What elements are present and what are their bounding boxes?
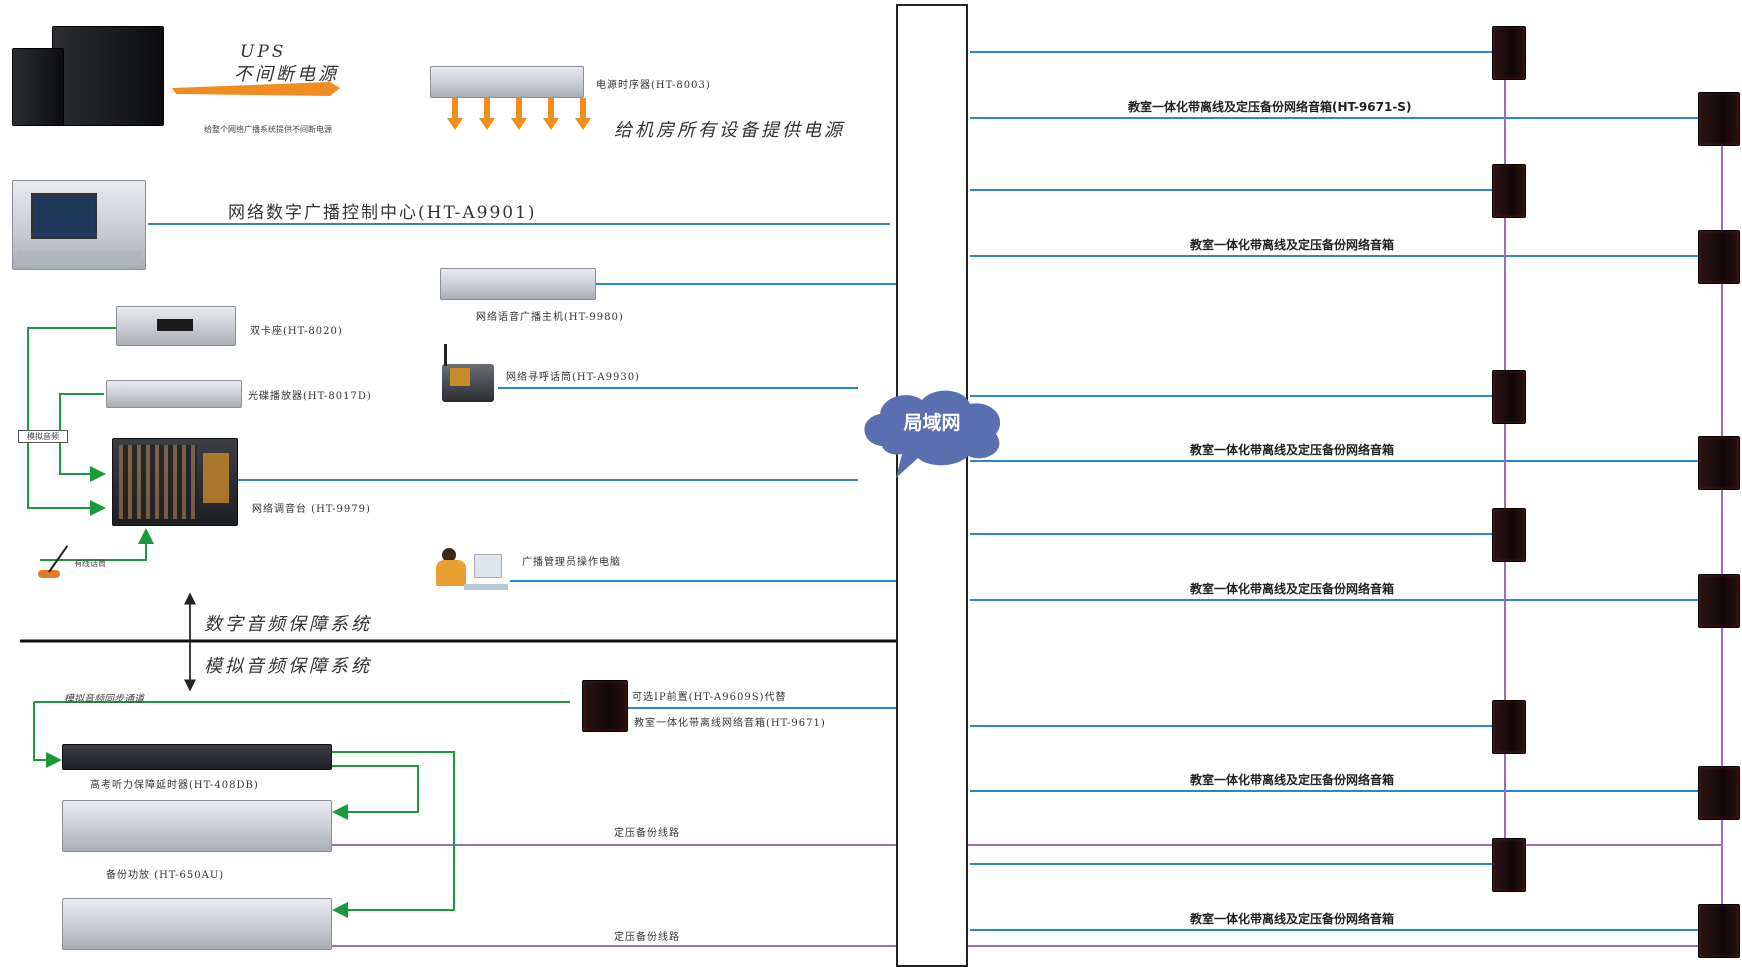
backup-amp-2-device	[62, 898, 332, 950]
sequencer-label: 电源时序器(HT-8003)	[596, 80, 711, 91]
speaker-inner-5	[1492, 700, 1526, 754]
speaker-inner-3	[1492, 370, 1526, 424]
analog-sync-label: 模拟音频同步通道	[64, 694, 144, 705]
speaker-outer-3	[1698, 436, 1740, 490]
classroom-speaker-label: 教室一体化带离线及定压备份网络音箱	[1190, 238, 1395, 252]
analog-audio-tag: 模拟音频	[18, 430, 68, 443]
wired-mic-label: 有线话筒	[74, 559, 106, 568]
admin-pc-device	[436, 544, 508, 594]
mixer-device	[112, 438, 238, 526]
speaker-outer-5	[1698, 766, 1740, 820]
digital-system-label: 数字音频保障系统	[204, 614, 372, 635]
speaker-inner-6	[1492, 838, 1526, 892]
admin-pc-label: 广播管理员操作电脑	[522, 557, 621, 568]
ups-subtitle: 不间断电源	[234, 64, 339, 85]
control-center-device	[12, 180, 146, 270]
cd-player-label: 光碟播放器(HT-8017D)	[248, 391, 372, 402]
mixer-label: 网络调音台 (HT-9979)	[252, 504, 371, 515]
cd-player-device	[106, 380, 242, 408]
speaker-inner-2	[1492, 164, 1526, 218]
ups-arrow	[172, 82, 340, 96]
speaker-outer-6	[1698, 904, 1740, 958]
control-center-screen	[31, 193, 97, 239]
analog-system-label: 模拟音频保障系统	[204, 656, 372, 677]
speaker-outer-4	[1698, 574, 1740, 628]
classroom-speaker-label: 教室一体化带离线及定压备份网络音箱(HT-9671-S)	[1128, 100, 1412, 114]
lan-label: 局域网	[903, 412, 961, 434]
dual-deck-device	[116, 306, 236, 346]
voice-host-label: 网络语音广播主机(HT-9980)	[476, 312, 624, 323]
ups-title: UPS	[240, 42, 287, 62]
backup-line-label-2: 定压备份线路	[614, 932, 680, 943]
wired-mic-device	[28, 536, 72, 582]
optional-speaker-line1: 可选IP前置(HT-A9609S)代替	[632, 692, 787, 703]
paging-mic-device	[440, 340, 498, 404]
backup-amp-label: 备份功放 (HT-650AU)	[106, 870, 225, 881]
control-center-label: 网络数字广播控制中心(HT-A9901)	[228, 203, 537, 223]
cloud-icon	[864, 390, 1001, 478]
right-network-lines	[970, 51, 1700, 931]
classroom-speaker-label: 教室一体化带离线及定压备份网络音箱	[1190, 912, 1395, 926]
ups-note: 给整个网络广播系统提供不间断电源	[204, 125, 332, 134]
voice-host-device	[440, 268, 596, 300]
speaker-outer-2	[1698, 230, 1740, 284]
speaker-outer-1	[1698, 92, 1740, 146]
ups-large-unit	[52, 26, 164, 126]
speaker-inner-4	[1492, 508, 1526, 562]
speaker-inner-1	[1492, 26, 1526, 80]
delay-unit-device	[62, 744, 332, 770]
backup-line-label-1: 定压备份线路	[614, 828, 680, 839]
sequencer-power-arrows	[447, 98, 591, 130]
classroom-speaker-label: 教室一体化带离线及定压备份网络音箱	[1190, 582, 1395, 596]
classroom-speaker-label: 教室一体化带离线及定压备份网络音箱	[1190, 443, 1395, 457]
power-sequencer-device	[430, 66, 584, 98]
paging-mic-label: 网络寻呼话筒(HT-A9930)	[506, 372, 640, 383]
delay-unit-label: 高考听力保障延时器(HT-408DB)	[90, 780, 259, 791]
classroom-speaker-label: 教室一体化带离线及定压备份网络音箱	[1190, 773, 1395, 787]
backup-amp-1-device	[62, 800, 332, 852]
lan-cloud: 局域网	[852, 384, 1012, 478]
analog-routing	[27, 327, 570, 918]
sequencer-note: 给机房所有设备提供电源	[614, 120, 845, 141]
optional-speaker-line2: 教室一体化带离线网络音箱(HT-9671)	[634, 718, 826, 729]
optional-speaker-device	[582, 680, 628, 732]
dual-deck-label: 双卡座(HT-8020)	[250, 326, 343, 337]
ups-small-unit	[12, 48, 64, 126]
network-backbone	[896, 4, 968, 967]
